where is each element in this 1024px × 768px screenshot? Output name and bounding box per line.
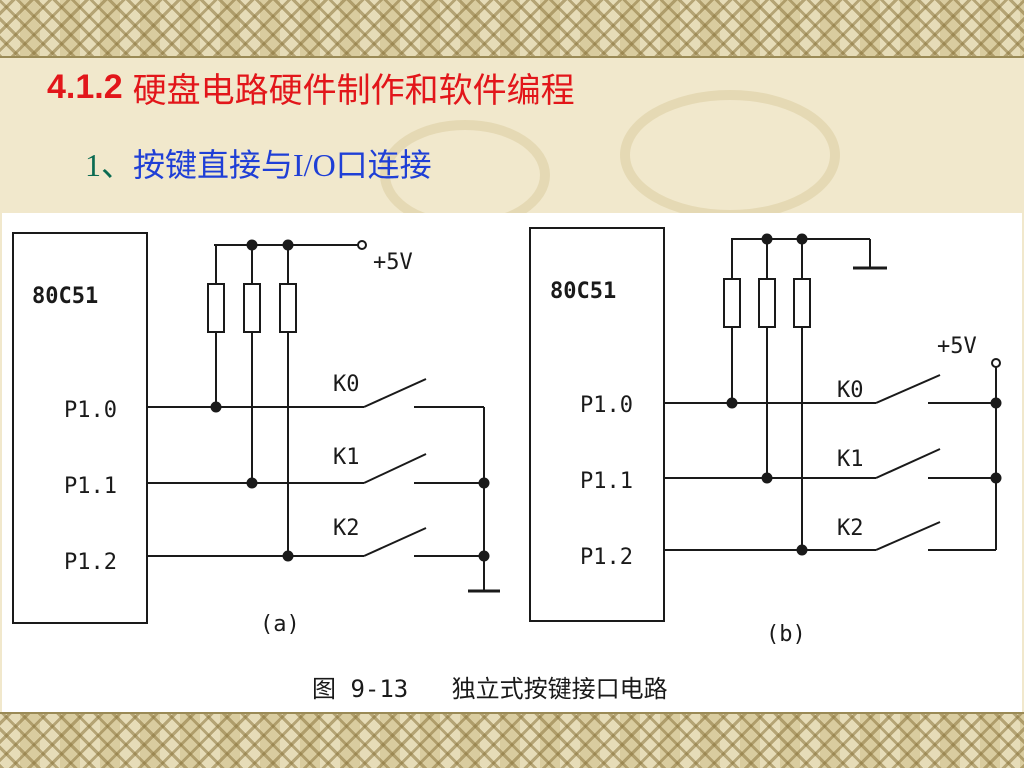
figure-caption: 图 9-13 独立式按键接口电路 — [312, 675, 668, 703]
pull-up-resistor-a — [207, 283, 225, 333]
top-decorative-border — [0, 0, 1024, 58]
chip-box-b — [529, 227, 665, 622]
key-label-a: K2 — [333, 516, 360, 541]
pin-label-a: P1.0 — [64, 398, 117, 423]
key-label-b: K1 — [837, 447, 864, 472]
slide-subheading: 1、 按键直接与I/O口连接 — [85, 138, 432, 188]
junction-dot — [990, 472, 1002, 484]
key-switch-a — [363, 527, 427, 557]
junction-dot — [478, 550, 490, 562]
key-switch-a — [363, 378, 427, 408]
pin-label-b: P1.0 — [580, 393, 633, 418]
junction-dot — [282, 239, 294, 251]
panel-label-b: (b) — [766, 622, 806, 647]
key-label-a: K0 — [333, 372, 360, 397]
chip-label-a: 80C51 — [32, 284, 98, 309]
junction-dot — [726, 397, 738, 409]
circuit-figure: 80C51 P1.0 P1.1 P1.2 +5V — [2, 213, 1022, 722]
key-switch-b — [875, 521, 941, 551]
junction-dot — [282, 550, 294, 562]
circuit-diagram: 80C51 P1.0 P1.1 P1.2 +5V — [12, 227, 1002, 703]
key-label-a: K1 — [333, 445, 360, 470]
panel-b: 80C51 P1.0 P1.1 P1.2 — [529, 227, 1002, 647]
panel-label-a: (a) — [260, 612, 300, 637]
junction-dot — [796, 544, 808, 556]
key-switch-b — [875, 448, 941, 479]
junction-dot — [246, 239, 258, 251]
junction-dot — [246, 477, 258, 489]
junction-dot — [796, 233, 808, 245]
vcc-terminal-a — [357, 240, 367, 250]
junction-dot — [210, 401, 222, 413]
key-label-b: K2 — [837, 516, 864, 541]
key-switch-a — [363, 453, 427, 484]
bottom-decorative-border — [0, 712, 1024, 768]
heading-number: 4.1.2 — [47, 67, 123, 106]
pull-down-resistor-b — [758, 278, 776, 328]
junction-dot — [478, 477, 490, 489]
subheading-text: 按键直接与I/O口连接 — [133, 147, 432, 183]
vcc-terminal-b — [991, 358, 1001, 368]
heading-text: 硬盘电路硬件制作和软件编程 — [132, 70, 575, 111]
subheading-number: 1、 — [85, 147, 134, 183]
pull-down-resistor-b — [793, 278, 811, 328]
supply-label-a: +5V — [373, 250, 413, 275]
pin-label-a: P1.1 — [64, 474, 117, 499]
junction-dot — [761, 233, 773, 245]
panel-a: 80C51 P1.0 P1.1 P1.2 +5V — [12, 232, 500, 637]
pin-label-b: P1.1 — [580, 469, 633, 494]
chip-box-a — [12, 232, 148, 624]
key-switch-b — [875, 374, 941, 404]
pull-up-resistor-a — [279, 283, 297, 333]
pin-label-a: P1.2 — [64, 550, 117, 575]
pull-up-resistor-a — [243, 283, 261, 333]
junction-dot — [990, 397, 1002, 409]
background-ornament — [620, 90, 840, 220]
pull-down-resistor-b — [723, 278, 741, 328]
chip-label-b: 80C51 — [550, 279, 616, 304]
junction-dot — [761, 472, 773, 484]
key-label-b: K0 — [837, 378, 864, 403]
pin-label-b: P1.2 — [580, 545, 633, 570]
slide-heading: 4.1.2 硬盘电路硬件制作和软件编程 — [47, 62, 575, 112]
supply-label-b: +5V — [937, 334, 977, 359]
